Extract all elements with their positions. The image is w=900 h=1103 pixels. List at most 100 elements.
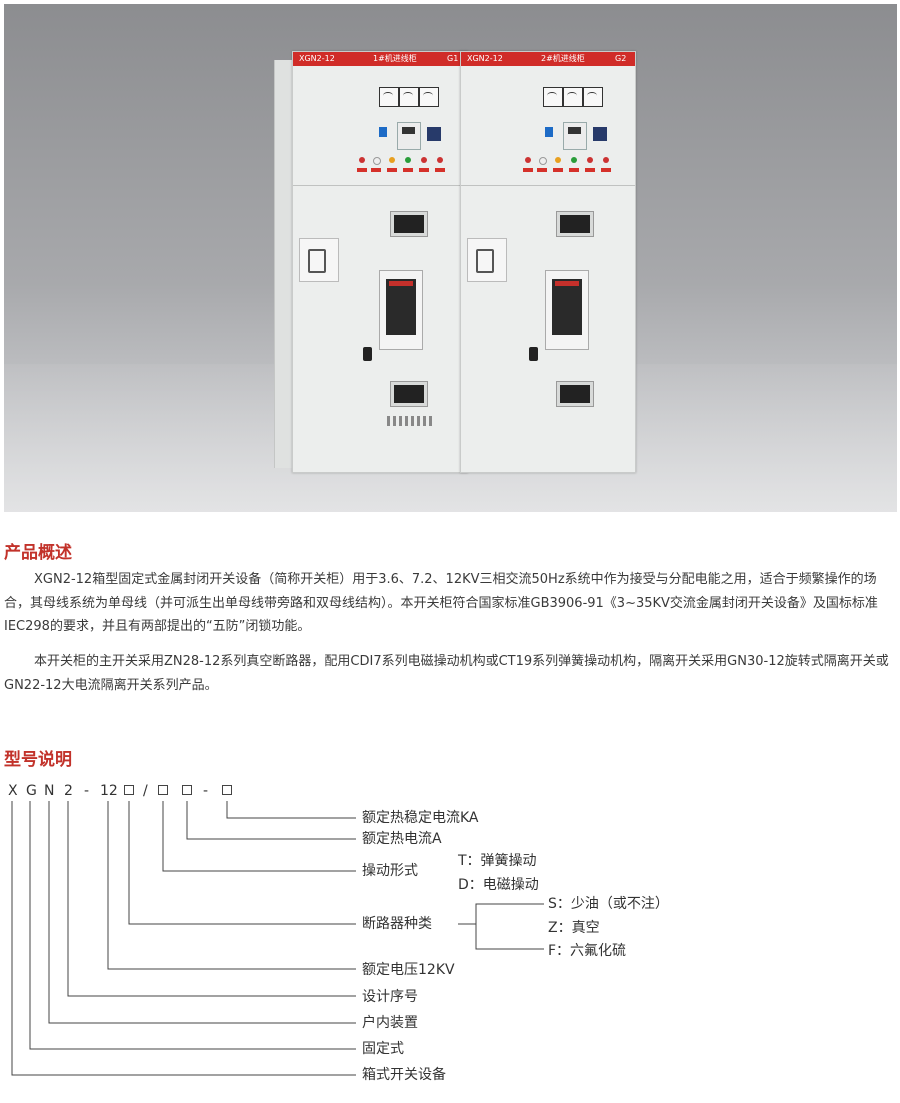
model-heading: 型号说明 [4, 750, 72, 770]
overview-paragraph-1: XGN2-12箱型固定式金属封闭开关设备（简称开关柜）用于3.6、7.2、12K… [4, 572, 878, 634]
label-box-switchgear: 箱式开关设备 [362, 1067, 446, 1083]
code-char-dash-1: - [84, 783, 90, 799]
meter-icon [419, 87, 439, 107]
viewing-window [556, 211, 594, 237]
label-op-spring: T：弹簧操动 [458, 853, 537, 869]
lamp-icon [525, 157, 531, 163]
lamp-icon [373, 157, 381, 165]
connector-box [11, 801, 356, 1076]
lamp-icon [571, 157, 577, 163]
viewing-window [556, 381, 594, 407]
label-icon [537, 168, 547, 172]
label-icon [585, 168, 595, 172]
meter-icon [399, 87, 419, 107]
door-handle-icon [363, 347, 372, 361]
lamp-icon [539, 157, 547, 165]
cabinet-1-instrument-panel [293, 67, 467, 186]
cabinet-2-name: 2#机进线柜 [541, 54, 585, 63]
indicator-icon [545, 127, 553, 137]
vent-icon [423, 416, 426, 426]
display-icon [593, 127, 607, 141]
placeholder-box-operation [158, 785, 168, 795]
label-operation-form: 操动形式 [362, 863, 418, 879]
label-breaker-vacuum: Z：真空 [548, 920, 600, 936]
code-char-g: G [26, 783, 37, 799]
lamp-icon [587, 157, 593, 163]
code-char-slash: / [143, 783, 148, 799]
label-icon [357, 168, 367, 172]
vent-icon [411, 416, 414, 426]
vent-icon [387, 416, 390, 426]
cabinet-1-side [274, 60, 295, 468]
label-icon [435, 168, 445, 172]
lamp-icon [405, 157, 411, 163]
code-char-x: X [8, 783, 18, 799]
placeholder-box-current [182, 785, 192, 795]
code-char-dash-2: - [203, 783, 209, 799]
label-rated-voltage: 额定电压12KV [362, 962, 455, 978]
vent-icon [393, 416, 396, 426]
vent-icon [405, 416, 408, 426]
placeholder-box-breaker [124, 785, 134, 795]
product-photo: XGN2-12 1#机进线柜 G1 [4, 4, 897, 512]
lamp-icon [437, 157, 443, 163]
breaker-panel [379, 270, 423, 350]
code-char-2: 2 [64, 783, 73, 799]
connector-stable-current [226, 801, 356, 819]
meter-icon [583, 87, 603, 107]
label-thermal-stable-current: 额定热稳定电流KA [362, 810, 479, 826]
code-char-12: 12 [100, 783, 118, 799]
label-icon [601, 168, 611, 172]
vent-icon [429, 416, 432, 426]
placeholder-box-stable-current [222, 785, 232, 795]
meter-icon [379, 87, 399, 107]
lamp-icon [555, 157, 561, 163]
cabinet-1-code: G1 [447, 54, 459, 63]
label-breaker-type: 断路器种类 [362, 916, 432, 932]
cabinet-1-name: 1#机进线柜 [373, 54, 417, 63]
label-breaker-sf6: F：六氟化硫 [548, 943, 627, 959]
lamp-icon [603, 157, 609, 163]
cabinet-1-nameplate: XGN2-12 1#机进线柜 G1 [293, 52, 467, 66]
vent-icon [417, 416, 420, 426]
display-icon [427, 127, 441, 141]
connector-fixed [29, 801, 356, 1050]
lamp-icon [421, 157, 427, 163]
switchgear-cabinet-2: XGN2-12 2#机进线柜 G2 [460, 51, 636, 473]
connector-voltage [107, 801, 356, 970]
connector-current [186, 801, 356, 840]
protection-relay [563, 122, 587, 150]
connector-indoor [48, 801, 356, 1024]
viewing-window [390, 381, 428, 407]
label-icon [419, 168, 429, 172]
protection-relay [397, 122, 421, 150]
cabinet-2-code: G2 [615, 54, 627, 63]
meter-icon [563, 87, 583, 107]
meter-icon [543, 87, 563, 107]
code-char-n: N [44, 783, 55, 799]
cabinet-2-model: XGN2-12 [467, 54, 503, 63]
bracket-breaker-top [458, 903, 544, 925]
disconnector-mechanism [467, 238, 507, 282]
connector-breaker [128, 801, 356, 925]
disconnector-mechanism [299, 238, 339, 282]
vent-icon [399, 416, 402, 426]
label-icon [387, 168, 397, 172]
breaker-panel [545, 270, 589, 350]
label-indoor: 户内装置 [362, 1015, 418, 1031]
lamp-icon [359, 157, 365, 163]
viewing-window [390, 211, 428, 237]
cabinet-2-nameplate: XGN2-12 2#机进线柜 G2 [461, 52, 635, 66]
cabinet-2-instrument-panel [461, 67, 635, 186]
label-icon [569, 168, 579, 172]
label-thermal-current: 额定热电流A [362, 831, 442, 847]
label-icon [553, 168, 563, 172]
bracket-breaker-bottom [475, 924, 544, 950]
label-op-electromagnetic: D：电磁操动 [458, 877, 539, 893]
connector-operation [162, 801, 356, 872]
lamp-icon [389, 157, 395, 163]
label-icon [523, 168, 533, 172]
door-handle-icon [529, 347, 538, 361]
overview-paragraph-2: 本开关柜的主开关采用ZN28-12系列真空断路器，配用CDI7系列电磁操动机构或… [4, 654, 889, 693]
